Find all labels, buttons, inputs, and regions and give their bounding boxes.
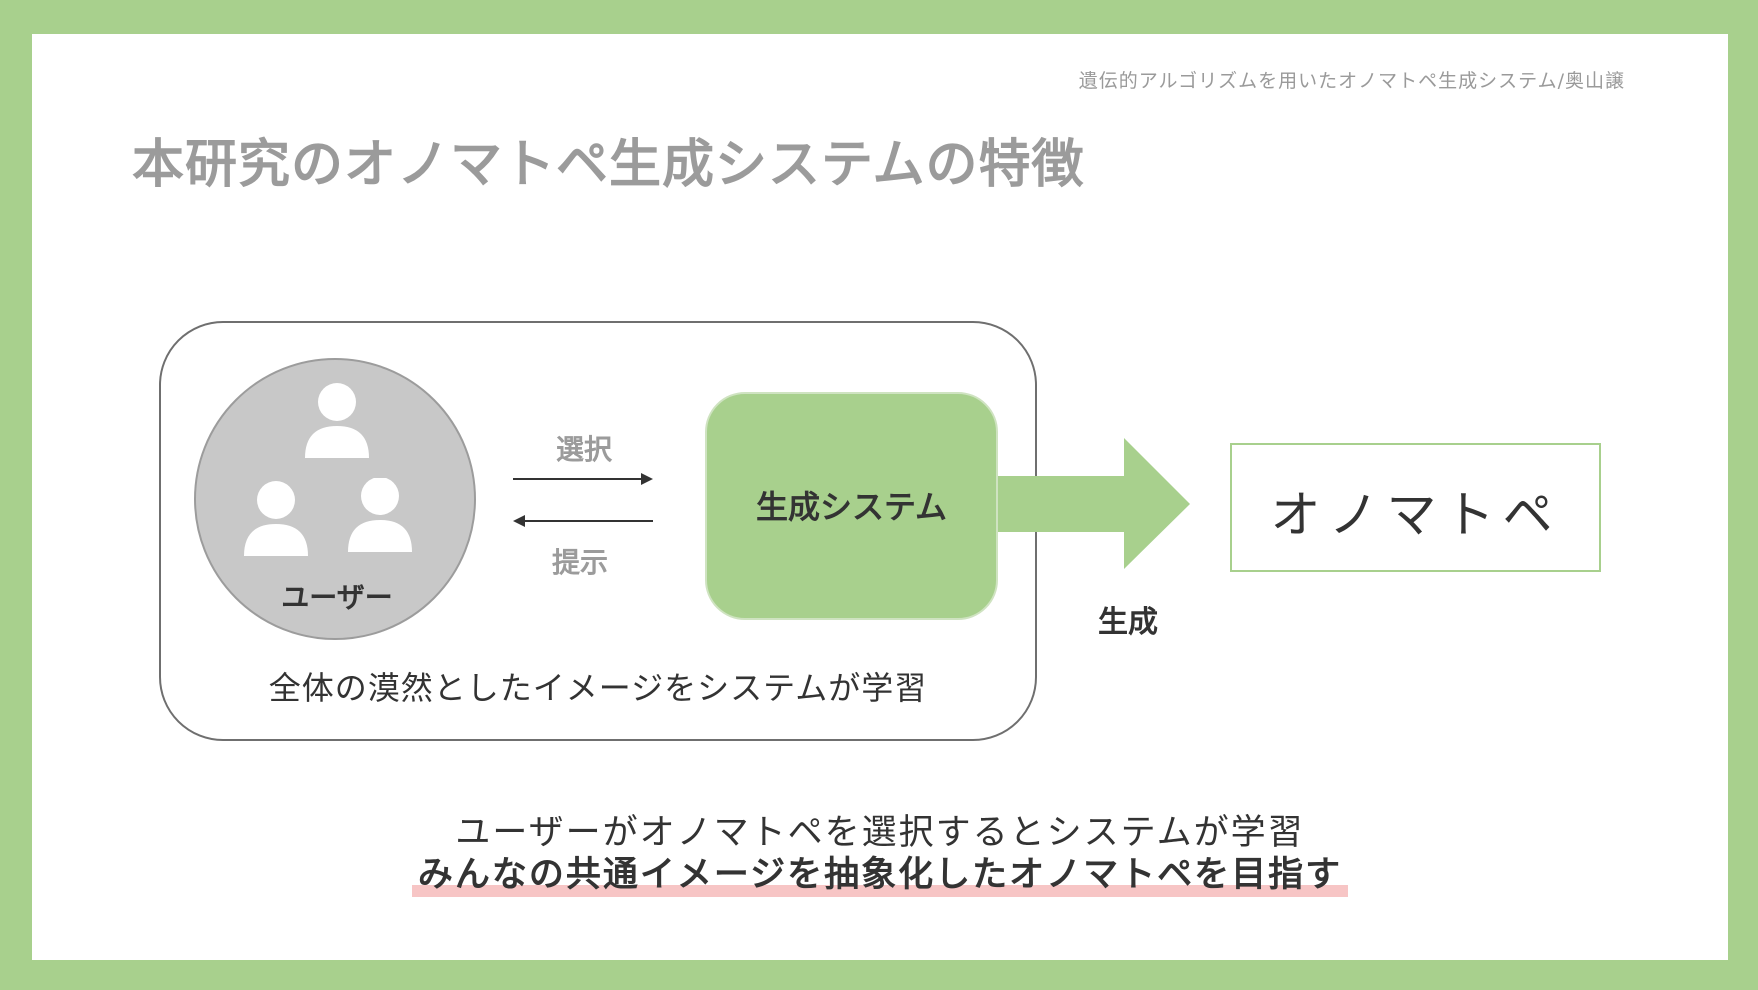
left-arrowhead-icon <box>513 515 525 527</box>
generate-label: 生成 <box>1098 605 1158 640</box>
summary-line2-text: みんなの共通イメージを抽象化したオノマトペを目指す <box>417 855 1343 895</box>
select-arrow-line <box>513 478 643 480</box>
summary-line1: ユーザーがオノマトペを選択するとシステムが学習 <box>455 813 1305 853</box>
output-label: オノマトペ <box>1270 486 1561 544</box>
users-circle: ユーザー <box>194 358 476 640</box>
right-arrowhead-icon <box>641 473 653 485</box>
user-icon <box>348 478 412 552</box>
highlight-bar <box>411 885 1349 897</box>
summary-line2-wrap: みんなの共通イメージを抽象化したオノマトペを目指す <box>32 846 1728 897</box>
users-label: ユーザー <box>281 581 393 614</box>
slide: 遺伝的アルゴリズムを用いたオノマトペ生成システム/奥山譲 本研究のオノマトペ生成… <box>32 34 1728 960</box>
frame-caption: 全体の漠然としたイメージをシステムが学習 <box>268 669 928 707</box>
select-label: 選択 <box>556 433 613 466</box>
output-box: オノマトペ <box>1230 443 1601 572</box>
generator-box: 生成システム <box>705 392 998 620</box>
present-label: 提示 <box>552 546 609 579</box>
summary-line2: みんなの共通イメージを抽象化したオノマトペを目指す <box>411 846 1349 897</box>
present-arrow-line <box>523 520 653 522</box>
user-icon <box>305 383 369 458</box>
generator-label: 生成システム <box>755 488 948 526</box>
page-title: 本研究のオノマトペ生成システムの特徴 <box>132 135 1085 195</box>
user-icon <box>244 481 308 556</box>
right-arrow-icon <box>994 438 1190 569</box>
header-note: 遺伝的アルゴリズムを用いたオノマトペ生成システム/奥山譲 <box>1078 70 1625 92</box>
